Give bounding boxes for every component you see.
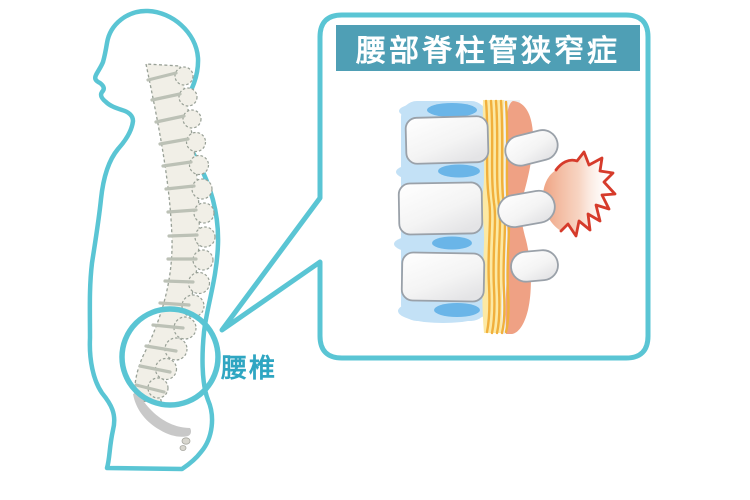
- spine-column: [133, 63, 216, 451]
- disc-lines: [134, 71, 199, 394]
- coccyx-segment: [181, 437, 191, 445]
- coccyx-tip: [179, 445, 187, 451]
- callout-title-banner: 腰部脊柱管狭窄症: [336, 25, 640, 71]
- spinous-process-3: [510, 249, 559, 283]
- vertebra-body-1: [404, 115, 490, 165]
- callout-title: 腰部脊柱管狭窄症: [356, 34, 620, 69]
- vertebral-bodies: [397, 115, 490, 303]
- spinous-process-1: [504, 129, 559, 167]
- lumbar-label: 腰椎: [221, 354, 278, 384]
- vertebra-body-3: [400, 251, 486, 303]
- spinous-process-2: [497, 189, 556, 228]
- vertebra-body-2: [397, 181, 484, 236]
- pain-burst-icon: [543, 150, 617, 238]
- spinous-processes: [497, 129, 559, 283]
- lumbar-highlight-circle: [119, 306, 221, 408]
- anatomy-detail: [394, 99, 617, 335]
